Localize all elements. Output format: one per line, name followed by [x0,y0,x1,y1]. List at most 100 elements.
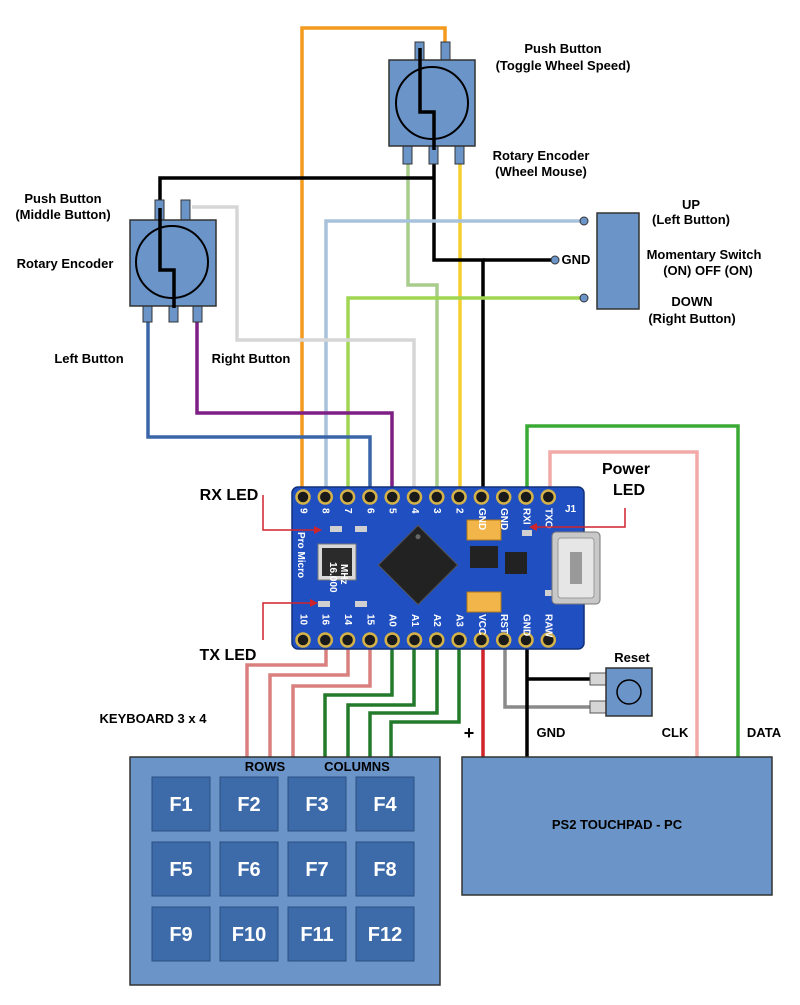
key-label: F6 [237,859,260,881]
key-label: F12 [368,924,402,946]
top-pin-label: 9 [297,508,308,514]
label-tx-led: TX LED [200,647,257,664]
bottom-pin-label: 15 [364,614,375,626]
label-wheel-mouse: (Wheel Mouse) [495,164,587,179]
label-touchpad: PS2 TOUCHPAD - PC [552,817,683,832]
wire-col-1 [323,640,394,757]
key-f7[interactable] [287,841,347,897]
bottom-pin-label: RST [498,614,509,634]
crystal-label-2: MHz [338,564,349,585]
tx-led-pointer [262,602,314,640]
switch-up-terminal [579,216,589,226]
wire-col-3 [368,640,439,757]
label-rx-led: RX LED [200,487,259,504]
wire-blue-left-button [146,320,372,497]
bottom-pin-label: 14 [342,614,353,626]
wire-col-2 [346,640,416,757]
wire-black-encoder-gnd [432,162,485,497]
label-right-button: Right Button [212,351,291,366]
top-pin-hole [451,489,467,505]
bottom-pin-label: GND [520,614,531,636]
key-label: F4 [373,794,397,816]
key-f4[interactable] [355,776,415,832]
key-label: F10 [232,924,266,946]
bottom-pin-hole [473,632,490,648]
wire-black-left-middle [158,176,434,210]
label-rows: ROWS [245,759,286,774]
labels: Push Button (Toggle Wheel Speed) Rotary … [15,41,781,832]
key-f1[interactable] [151,776,211,832]
label-gnd-switch: GND [562,252,591,267]
top-pin-hole [406,489,423,505]
label-middle-button: (Middle Button) [15,207,110,222]
top-pin-hole [384,489,400,505]
rx-led-pointer [262,495,318,531]
bottom-pin-hole [429,632,445,648]
label-keyboard: KEYBOARD 3 x 4 [100,711,208,726]
bottom-pin-label: A3 [453,614,464,627]
bottom-pin-hole [317,632,334,648]
wires [146,26,740,757]
key-label: F1 [169,794,192,816]
bottom-pin-hole [495,632,512,648]
bottom-pin-hole [295,632,311,648]
key-label: F8 [373,859,396,881]
wire-row-3 [291,640,372,757]
top-pin-hole [339,489,356,505]
label-rotary-encoder-left: Rotary Encoder [17,256,114,271]
label-down-sub: (Right Button) [648,311,735,326]
wire-gray-left-button [192,205,416,497]
key-f8[interactable] [355,841,415,897]
bottom-pin-label: VCC [476,614,487,635]
pro-micro-board: 16.000 MHz Pro Micro J1 [291,486,601,650]
label-down: DOWN [671,294,712,309]
label-reset: Reset [614,650,650,665]
label-clk: CLK [662,725,689,740]
board-name: Pro Micro [295,532,306,578]
key-f10[interactable] [219,906,279,962]
top-pin-label: GND [498,508,509,530]
top-pin-label: 4 [409,508,420,514]
label-push-button-top: Push Button [524,41,601,56]
top-pin-hole [495,489,512,505]
wire-lightgreen-encoder [406,162,439,497]
label-power-led-2: LED [613,482,645,499]
key-f11[interactable] [287,906,347,962]
key-label: F2 [237,794,260,816]
top-pin-hole [317,489,334,505]
wire-gray-rst [503,640,590,709]
top-pin-hole [295,489,311,505]
bottom-pin-hole [384,632,400,648]
reset-button [589,667,653,717]
key-f3[interactable] [287,776,347,832]
label-gnd-pad: GND [537,725,566,740]
key-f2[interactable] [219,776,279,832]
top-pin-label: RXI [520,508,531,525]
bottom-pin-hole [406,632,423,648]
bottom-pin-label: A2 [431,614,442,627]
key-f12[interactable] [355,906,415,962]
top-pin-hole [540,489,557,505]
top-pin-label: TXO [543,508,554,529]
key-label: F3 [305,794,328,816]
wire-col-4 [389,640,461,757]
wire-purple-right-button [195,320,394,497]
label-power-led-1: Power [602,461,650,478]
label-up-sub: (Left Button) [652,212,730,227]
key-f5[interactable] [151,841,211,897]
crystal-label-1: 16.000 [327,562,338,593]
bottom-pin-hole [540,632,557,648]
top-pin-label: 8 [320,508,331,514]
bottom-pin-hole [518,632,534,648]
power-led-pointer [533,508,626,528]
bottom-pin-label: RAW [543,614,554,638]
key-f6[interactable] [219,841,279,897]
bottom-pin-hole [451,632,467,648]
top-pin-label: 2 [453,508,464,514]
momentary-switch [596,212,640,310]
bottom-pin-label: 16 [320,614,331,626]
key-f9[interactable] [151,906,211,962]
